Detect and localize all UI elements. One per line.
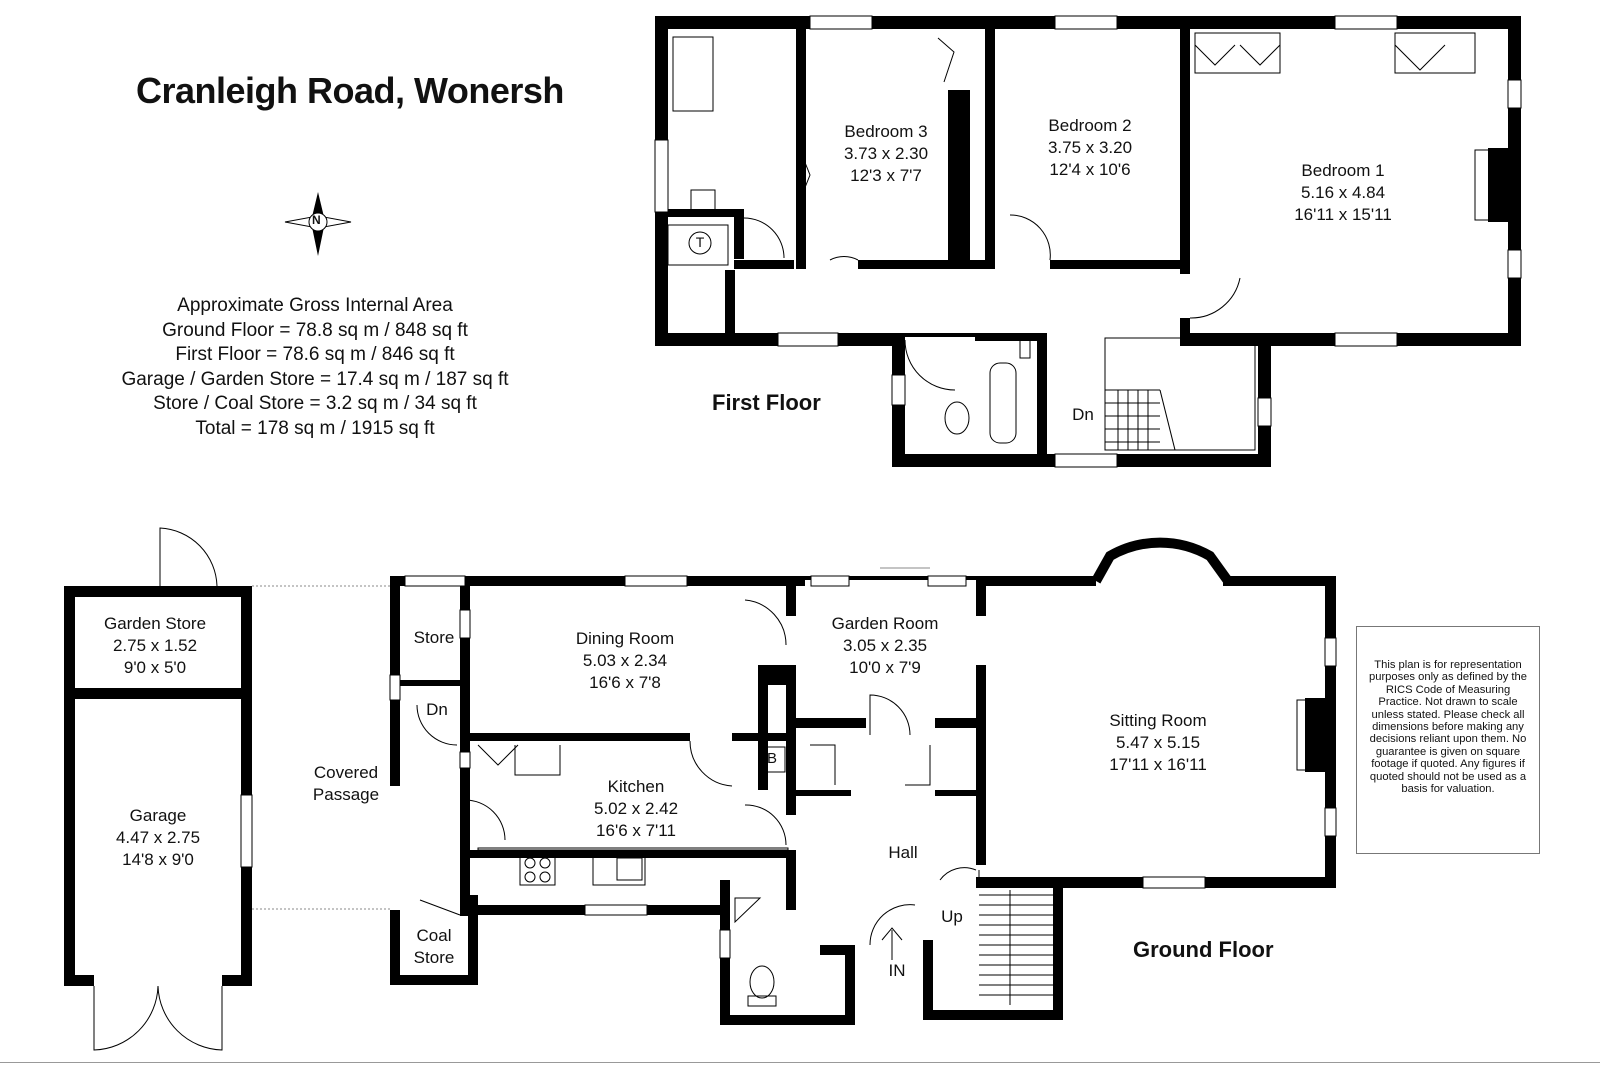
compass-rose [284,192,352,256]
stairs-down-label-ground: Dn [426,700,448,719]
room-metric: 5.16 x 4.84 [1300,183,1386,202]
gross-internal-area: Approximate Gross Internal Area Ground F… [110,294,520,441]
room-garage: Garage 4.47 x 2.75 14'8 x 9'0 [116,805,200,871]
coal-line-2: Store [413,948,455,967]
bottom-rule [0,1062,1600,1063]
area-line-first: First Floor = 78.6 sq m / 846 sq ft [175,344,455,365]
boiler-label: B [766,750,778,767]
area-heading: Approximate Gross Internal Area [177,295,453,316]
room-imperial: 12'3 x 7'7 [850,166,922,185]
area-line-total: Total = 178 sq m / 1915 sq ft [195,417,435,439]
stairs-down-label-first: Dn [1072,405,1094,424]
area-line-garage: Garage / Garden Store = 17.4 sq m / 187 … [121,368,509,390]
room-bedroom-1: Bedroom 1 5.16 x 4.84 16'11 x 15'11 [1294,160,1392,226]
room-name: Bedroom 1 [1301,161,1385,180]
room-name: Garage [129,806,187,825]
room-metric: 4.47 x 2.75 [115,828,201,847]
room-metric: 5.47 x 5.15 [1115,733,1201,752]
room-imperial: 16'6 x 7'11 [596,821,676,840]
room-name: Dining Room [575,629,675,648]
page-title: Cranleigh Road, Wonersh [136,70,564,111]
outbuilding-walls [64,527,390,1051]
room-metric: 3.73 x 2.30 [843,144,929,163]
room-imperial: 9'0 x 5'0 [123,658,187,677]
room-metric: 3.05 x 2.35 [842,636,928,655]
store-label: Store [413,628,455,647]
room-dining: Dining Room 5.03 x 2.34 16'6 x 7'8 [576,628,674,694]
room-imperial: 10'0 x 7'9 [849,658,921,677]
room-metric: 5.03 x 2.34 [582,651,668,670]
area-line-store: Store / Coal Store = 3.2 sq m / 34 sq ft [153,393,477,414]
ground-floor-fixtures [416,567,1325,1007]
room-name: Kitchen [607,777,665,796]
room-name: Garden Store [103,614,207,633]
covered-passage-label: Covered Passage [313,762,379,806]
ground-floor-label: Ground Floor [1133,937,1274,962]
room-bedroom-3: Bedroom 3 3.73 x 2.30 12'3 x 7'7 [844,121,928,187]
room-name: Garden Room [831,614,939,633]
room-metric: 2.75 x 1.52 [112,636,198,655]
first-floor-label: First Floor [712,390,821,415]
first-floor-fixtures [667,32,1508,451]
room-imperial: 16'6 x 7'8 [589,673,661,692]
tank-label: T [695,234,705,250]
coal-line-1: Coal [416,926,452,945]
room-garden-room: Garden Room 3.05 x 2.35 10'0 x 7'9 [832,613,939,679]
room-garden-store: Garden Store 2.75 x 1.52 9'0 x 5'0 [104,613,206,679]
coal-store-label: Coal Store [414,925,455,969]
first-floor-windows [654,15,1522,468]
room-name: Bedroom 3 [844,122,928,141]
room-bedroom-2: Bedroom 2 3.75 x 3.20 12'4 x 10'6 [1048,115,1132,181]
covered-line-2: Passage [312,785,380,804]
room-imperial: 16'11 x 15'11 [1294,205,1392,224]
hall-label: Hall [888,843,918,862]
ground-floor-windows [389,575,1337,959]
room-kitchen: Kitchen 5.02 x 2.42 16'6 x 7'11 [594,776,678,842]
area-line-ground: Ground Floor = 78.8 sq m / 848 sq ft [162,319,468,341]
room-sitting: Sitting Room 5.47 x 5.15 17'11 x 16'11 [1109,710,1207,776]
stairs-up-label: Up [941,907,963,926]
room-name: Sitting Room [1109,711,1207,730]
room-metric: 3.75 x 3.20 [1047,138,1133,157]
covered-line-1: Covered [313,763,379,782]
room-imperial: 12'4 x 10'6 [1049,160,1131,179]
room-imperial: 17'11 x 16'11 [1109,755,1207,774]
compass-north-letter: N [312,213,321,227]
entrance-label: IN [888,961,906,980]
room-metric: 5.02 x 2.42 [593,799,679,818]
disclaimer-box: This plan is for representation purposes… [1356,626,1540,854]
room-imperial: 14'8 x 9'0 [122,850,194,869]
room-name: Bedroom 2 [1048,116,1132,135]
